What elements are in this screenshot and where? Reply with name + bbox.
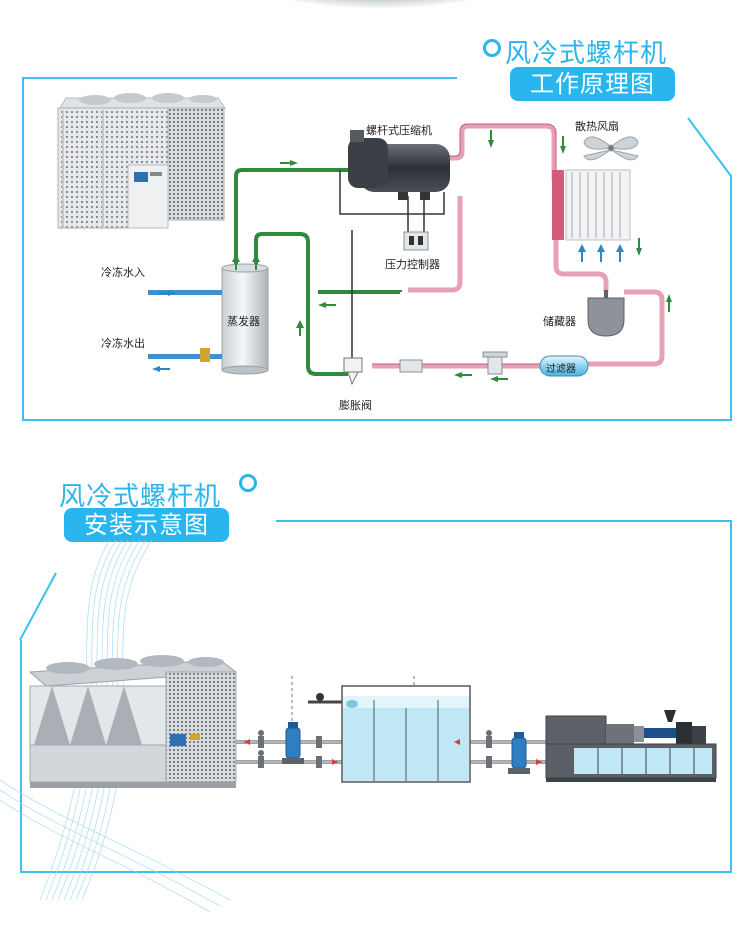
- section2-title: 风冷式螺杆机: [59, 482, 222, 512]
- green-pipes: [234, 168, 402, 376]
- pump-1: [282, 722, 304, 764]
- inline-components: [399, 351, 508, 375]
- filter-label: 过滤器: [546, 364, 576, 375]
- water-flow-arrows: [152, 290, 176, 372]
- flow-arrows: [244, 739, 542, 765]
- filter: [539, 355, 589, 377]
- valves: [258, 693, 492, 768]
- guide-lines: [291, 676, 415, 760]
- fan-icon: [583, 136, 639, 161]
- pressure-controller: [403, 231, 429, 251]
- chilled-water-pipes: [148, 290, 222, 362]
- receiver-tank: [587, 290, 625, 337]
- receiver-label: 储藏器: [543, 315, 576, 328]
- chilled-water-in-label: 冷冻水入: [101, 266, 145, 279]
- compressor: [348, 130, 450, 200]
- injection-molding-machine: [545, 710, 717, 782]
- chiller-unit: [57, 93, 226, 229]
- compressor-label: 螺杆式压缩机: [366, 124, 432, 137]
- section2-frame-bottom: [20, 871, 732, 873]
- section2-title-ring: [239, 474, 257, 492]
- section1-frame-bottom: [22, 419, 732, 421]
- section1-frame-top: [22, 77, 457, 79]
- water-tank: [341, 685, 471, 783]
- section1-title: 风冷式螺杆机: [505, 39, 668, 69]
- evaporator: [221, 263, 269, 375]
- expansion-valve: [343, 357, 363, 386]
- control-wires: [339, 170, 445, 365]
- section2-frame-top: [276, 520, 732, 522]
- airflow-arrows: [578, 244, 624, 262]
- condenser-coil: [552, 169, 631, 241]
- section2-frame-left: [20, 640, 22, 873]
- section1-frame-right: [730, 175, 732, 421]
- section1-subtitle-pill: 工作原理图: [510, 67, 675, 101]
- evaporator-label: 蒸发器: [227, 315, 260, 328]
- expansion-valve-label: 膨胀阀: [339, 399, 372, 412]
- section2-subtitle-pill: 安装示意图: [64, 508, 229, 542]
- fan-label: 散热风扇: [575, 120, 619, 133]
- section1-frame-left: [22, 77, 24, 420]
- refrigerant-flow-arrows: [232, 130, 672, 382]
- air-cooled-screw-chiller: [28, 655, 238, 788]
- pressure-controller-label: 压力控制器: [385, 258, 440, 271]
- top-shadow: [270, 0, 490, 8]
- pump-2: [508, 732, 530, 774]
- section2-frame-right: [730, 520, 732, 872]
- chilled-water-out-label: 冷冻水出: [101, 337, 145, 350]
- section1-title-ring: [483, 39, 501, 57]
